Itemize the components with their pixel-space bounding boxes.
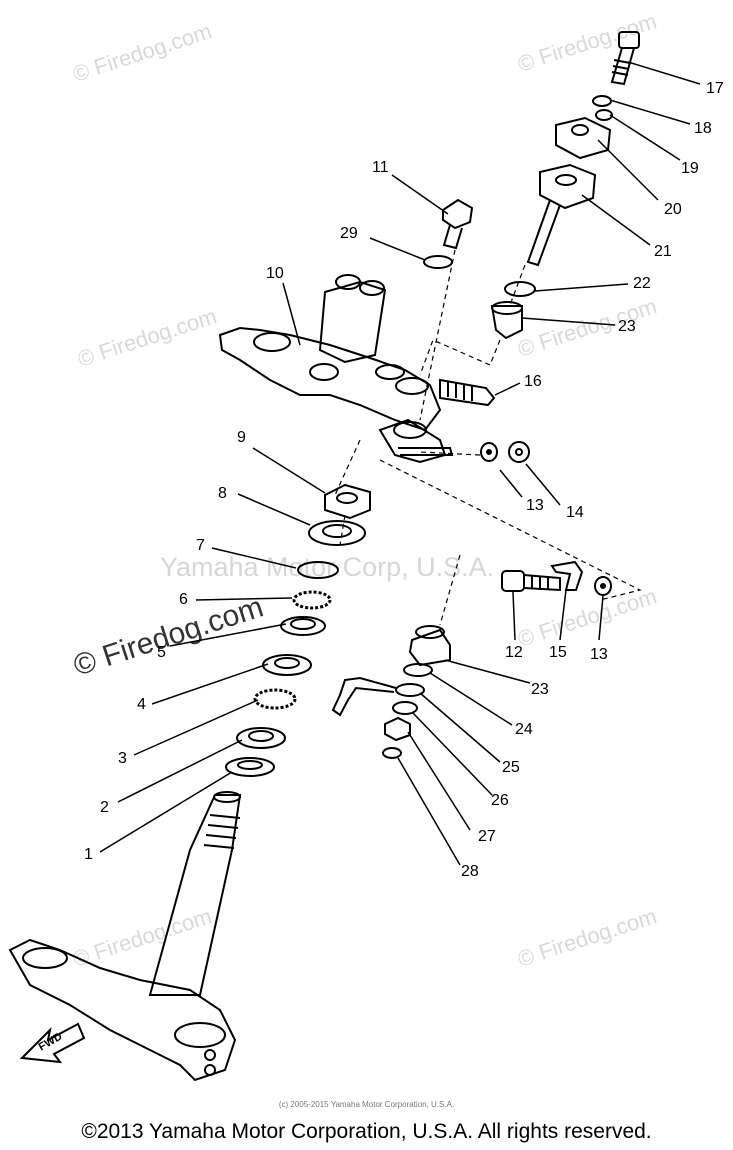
part-28-washer <box>382 747 402 759</box>
part-17-bolt <box>610 31 640 86</box>
callout-5: 5 <box>157 644 166 661</box>
part-14-nut <box>508 441 530 463</box>
callout-12: 12 <box>505 644 523 661</box>
part-13-washer-upper <box>480 442 498 462</box>
callout-23: 23 <box>618 318 636 335</box>
part-29-washer <box>423 255 453 269</box>
part-12-bolt <box>501 570 561 592</box>
part-13-washer-lower <box>594 576 612 596</box>
part-7-bearing-race <box>297 561 339 579</box>
callout-22: 22 <box>633 275 651 292</box>
part-4-bearing-race <box>262 654 312 676</box>
part-10-upper-bracket <box>218 274 454 464</box>
callout-9: 9 <box>237 429 246 446</box>
part-6-ball <box>292 590 332 610</box>
part-5-bearing-race <box>280 616 326 636</box>
callout-28: 28 <box>461 863 479 880</box>
callout-27: 27 <box>478 828 496 845</box>
footer-copyright: ©2013 Yamaha Motor Corporation, U.S.A. A… <box>81 1120 652 1143</box>
callout-4: 4 <box>137 696 146 713</box>
callout-26: 26 <box>491 792 509 809</box>
part-8-cover <box>308 520 366 546</box>
callout-13: 13 <box>526 497 544 514</box>
callout-10: 10 <box>266 265 284 282</box>
callout-19: 19 <box>681 160 699 177</box>
part-16-bolt <box>439 378 496 407</box>
callout-23-lower: 23 <box>531 681 549 698</box>
small-copyright: (c) 2005-2015 Yamaha Motor Corporation, … <box>278 1100 455 1109</box>
part-11-bolt <box>442 198 474 250</box>
part-24-washer <box>403 663 433 677</box>
part-18-washer <box>592 95 612 107</box>
part-3-ball <box>253 688 297 710</box>
callout-2: 2 <box>100 799 109 816</box>
lower-bracket <box>8 938 237 1082</box>
callout-21: 21 <box>654 243 672 260</box>
callout-13-lower: 13 <box>590 646 608 663</box>
callout-16: 16 <box>524 373 542 390</box>
callout-24: 24 <box>515 721 533 738</box>
callout-3: 3 <box>118 750 127 767</box>
part-27-nut <box>384 716 411 742</box>
callout-18: 18 <box>694 120 712 137</box>
callout-14: 14 <box>566 504 584 521</box>
callout-7: 7 <box>196 537 205 554</box>
part-15-clip <box>550 560 584 591</box>
callout-15: 15 <box>549 644 567 661</box>
part-26-washer <box>392 701 418 715</box>
steering-shaft <box>148 791 242 996</box>
part-9-ring-nut <box>324 483 371 520</box>
part-19-washer <box>595 109 613 121</box>
callout-25: 25 <box>502 759 520 776</box>
part-1-dust-seal <box>225 757 275 777</box>
callout-29: 29 <box>340 225 358 242</box>
part-20-holder-upper <box>555 116 612 160</box>
part-21-holder-lower <box>526 163 597 267</box>
callout-11: 11 <box>372 159 389 176</box>
fwd-arrow <box>19 1022 86 1064</box>
part-23-collar-lower <box>408 625 451 667</box>
callout-20: 20 <box>664 201 682 218</box>
part-23-damper <box>490 301 523 340</box>
part-25-brake-hose-holder <box>331 676 425 717</box>
callout-17: 17 <box>706 80 724 97</box>
callout-1: 1 <box>84 846 93 863</box>
part-22-washer <box>504 281 536 297</box>
part-2-bearing-race <box>236 727 286 749</box>
callout-6: 6 <box>179 591 188 608</box>
callout-8: 8 <box>218 485 227 502</box>
